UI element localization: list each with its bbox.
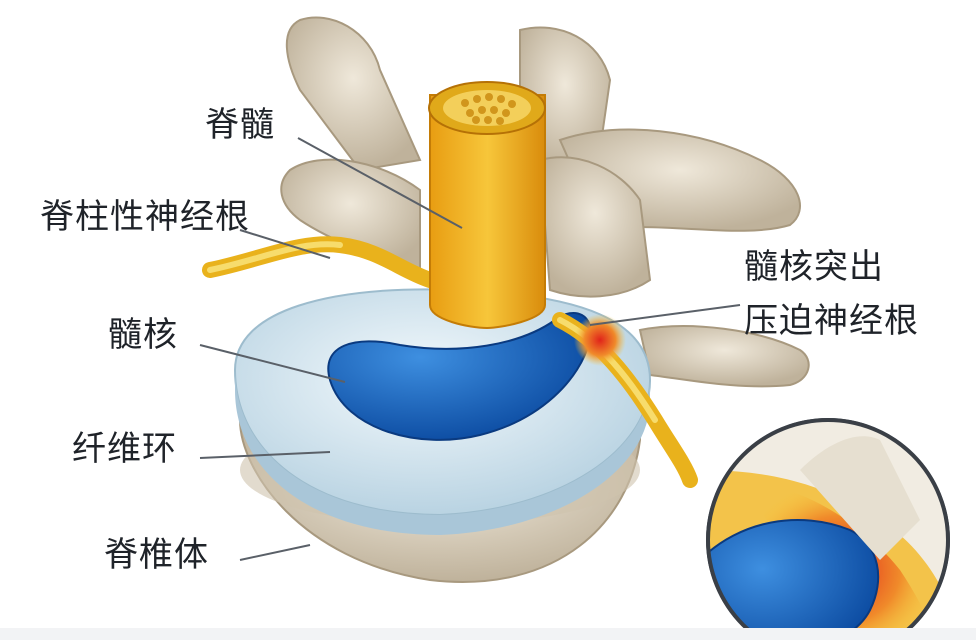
vertebral-processes <box>280 16 810 388</box>
label-spinal-nerve-root: 脊柱性神经根 <box>40 197 250 237</box>
leader-lines <box>199 137 741 561</box>
label-herniation-line2: 压迫神经根 <box>744 301 919 341</box>
nerve-roots <box>202 236 698 488</box>
label-vertebral-body: 脊椎体 <box>104 535 209 575</box>
inset-magnification <box>706 418 950 640</box>
spinal-cord <box>428 81 546 330</box>
label-spinal-cord: 脊髓 <box>205 105 275 145</box>
bottom-strip <box>0 628 976 640</box>
label-herniation-line1: 髓核突出 <box>744 247 884 287</box>
label-nucleus: 髓核 <box>108 315 178 355</box>
label-annulus: 纤维环 <box>72 429 177 469</box>
